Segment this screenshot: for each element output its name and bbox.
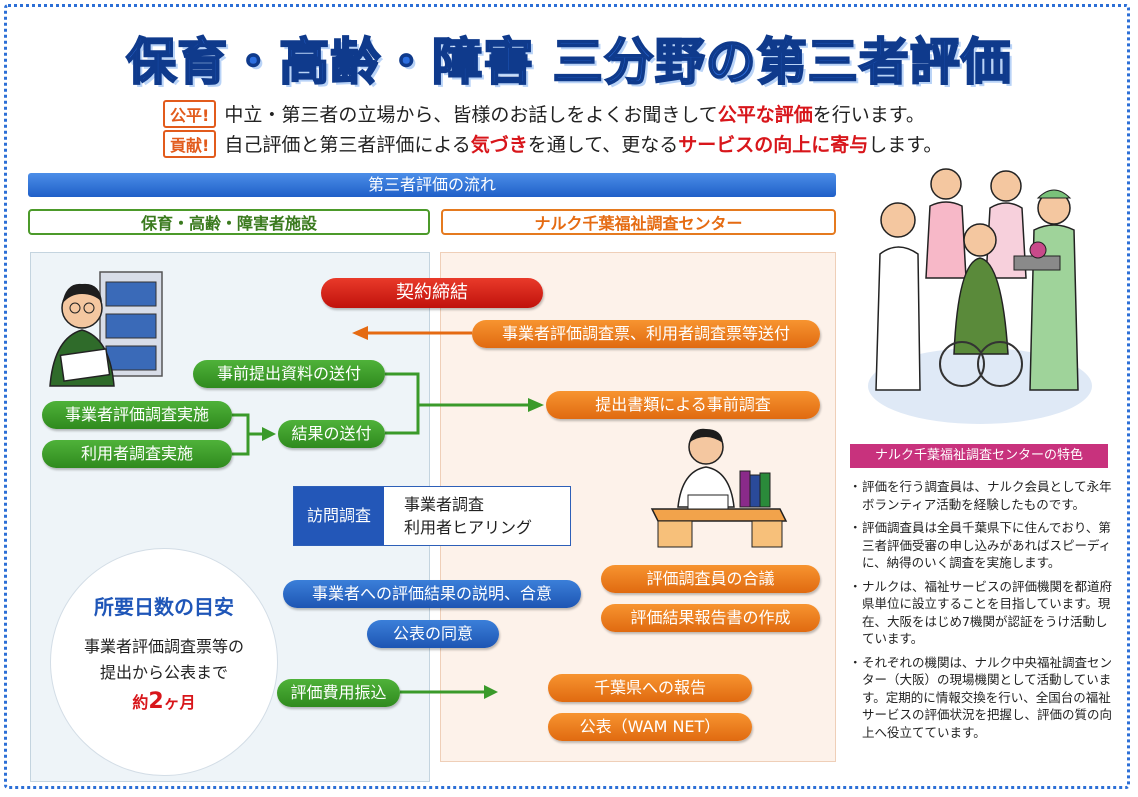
features-list: 評価を行う調査員は、ナルク会員として永年ボランティア活動を経験したものです。 評… (849, 478, 1114, 747)
page-border (4, 4, 1130, 789)
caregivers-illustration (868, 168, 1092, 424)
feature-item: それぞれの機関は、ナルク中央福祉調査センター（大阪）の現場機関として活動していま… (849, 654, 1114, 742)
tagline-highlight: 公平な評価 (717, 104, 813, 126)
user-survey-step: 利用者調査実施 (42, 440, 232, 468)
tagline-text: 中立・第三者の立場から、皆様のお話しをよくお聞きして (224, 104, 718, 126)
desk-worker-illustration (650, 428, 788, 548)
tagline-highlight: サービスの向上に寄与 (678, 134, 869, 156)
tagline-highlight: 気づき (470, 134, 528, 156)
visit-item-provider: 事業者調査 (404, 495, 485, 514)
feature-item: 評価調査員は全員千葉県下に住んでおり、第三者評価受審の申し込みがあればスピーディ… (849, 519, 1114, 572)
explain-results-step: 事業者への評価結果の説明、合意 (283, 580, 581, 608)
tagline-text: 自己評価と第三者評価による (224, 134, 471, 156)
duration-title: 所要日数の目安 (94, 595, 234, 619)
fee-payment-step: 評価費用振込 (277, 679, 400, 707)
consensus-step: 評価調査員の合議 (601, 565, 820, 593)
visit-survey-box: 訪問調査 事業者調査 利用者ヒアリング (293, 486, 571, 546)
feature-item: ナルクは、福祉サービスの評価機関を都道府県単位に設立することを目指しています。現… (849, 578, 1114, 648)
features-title: ナルク千葉福祉調査センターの特色 (850, 444, 1108, 468)
visit-survey-items: 事業者調査 利用者ヒアリング (404, 493, 532, 539)
tagline-text: します。 (868, 134, 943, 156)
duration-circle: 所要日数の目安 事業者評価調査票等の 提出から公表まで 約2ヶ月 (50, 548, 278, 776)
contribution-badge: 貢献! (163, 130, 217, 158)
center-header: ナルク千葉福祉調査センター (441, 209, 836, 235)
visit-item-user: 利用者ヒアリング (404, 518, 533, 537)
pre-survey-step: 提出書類による事前調査 (546, 391, 820, 419)
facility-header: 保育・高齢・障害者施設 (28, 209, 430, 235)
page-title: 保育・高齢・障害 三分野の第三者評価 (125, 32, 1012, 92)
report-creation-step: 評価結果報告書の作成 (601, 604, 820, 632)
tagline-fairness: 公平! 中立・第三者の立場から、皆様のお話しをよくお聞きして公平な評価を行います。 (163, 100, 925, 128)
tagline-text: を通して、更なる (527, 134, 679, 156)
publish-step: 公表（WAM NET） (548, 713, 752, 741)
tagline-contribution: 貢献! 自己評価と第三者評価による気づきを通して、更なるサービスの向上に寄与します… (163, 130, 942, 158)
fairness-badge: 公平! (163, 100, 217, 128)
flow-title-bar: 第三者評価の流れ (28, 173, 836, 197)
send-materials-step: 事前提出資料の送付 (193, 360, 385, 388)
provider-survey-step: 事業者評価調査実施 (42, 401, 232, 429)
tagline-text: を行います。 (812, 104, 925, 126)
duration-days: 約2ヶ月 (132, 689, 196, 714)
send-forms-step: 事業者評価調査票、利用者調査票等送付 (472, 320, 820, 348)
office-worker-illustration (49, 271, 163, 387)
visit-survey-label: 訪問調査 (294, 487, 384, 545)
duration-line1: 事業者評価調査票等の (83, 637, 244, 656)
send-results-step: 結果の送付 (278, 420, 385, 448)
duration-line2: 提出から公表まで (99, 663, 228, 682)
prefecture-report-step: 千葉県への報告 (548, 674, 752, 702)
publish-consent-step: 公表の同意 (367, 620, 499, 648)
contract-step: 契約締結 (321, 278, 543, 308)
feature-item: 評価を行う調査員は、ナルク会員として永年ボランティア活動を経験したものです。 (849, 478, 1114, 513)
